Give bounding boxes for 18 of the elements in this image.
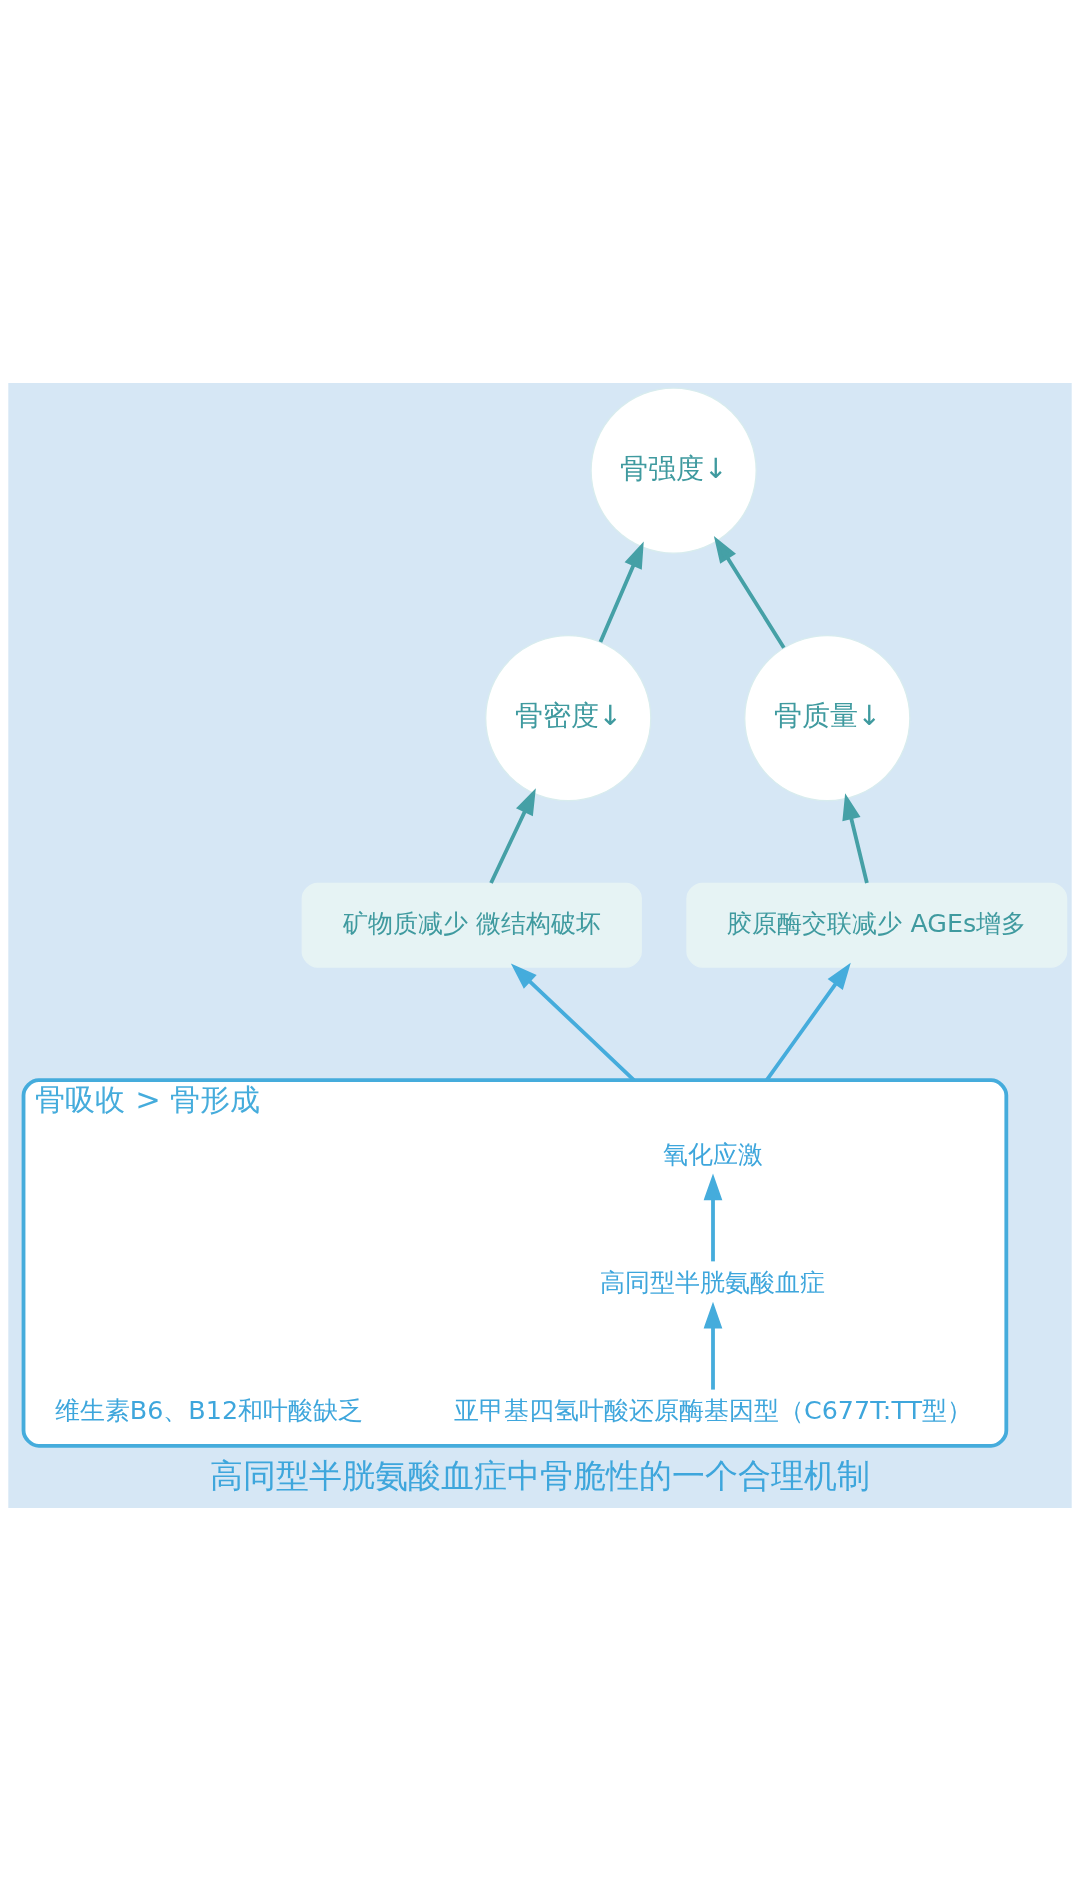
arrow [842, 792, 869, 883]
node-text: 维生素B6、B12和叶酸缺乏 [54, 1394, 364, 1425]
node-circle: 骨密度↓ [485, 634, 652, 801]
arrow [510, 963, 636, 1081]
arrow [703, 1172, 723, 1261]
node-box: 胶原酶交联减少 AGEs增多 [686, 882, 1068, 968]
caption: 高同型半胱氨酸血症中骨脆性的一个合理机制 [210, 1455, 870, 1495]
node-circle: 骨质量↓ [744, 634, 911, 801]
node-text: 高同型半胱氨酸血症 [600, 1266, 826, 1297]
node-text: 亚甲基四氢叶酸还原酶基因型（C677T:TT型） [454, 1394, 972, 1425]
node-box: 矿物质减少 微结构破坏 [301, 882, 642, 968]
arrow [713, 535, 786, 649]
arrow [765, 962, 851, 1081]
arrow [489, 787, 536, 884]
node-text: 氧化应激 [663, 1138, 763, 1169]
arrow [703, 1301, 723, 1390]
node-circle: 骨强度↓ [590, 386, 757, 554]
arrow [598, 540, 644, 643]
